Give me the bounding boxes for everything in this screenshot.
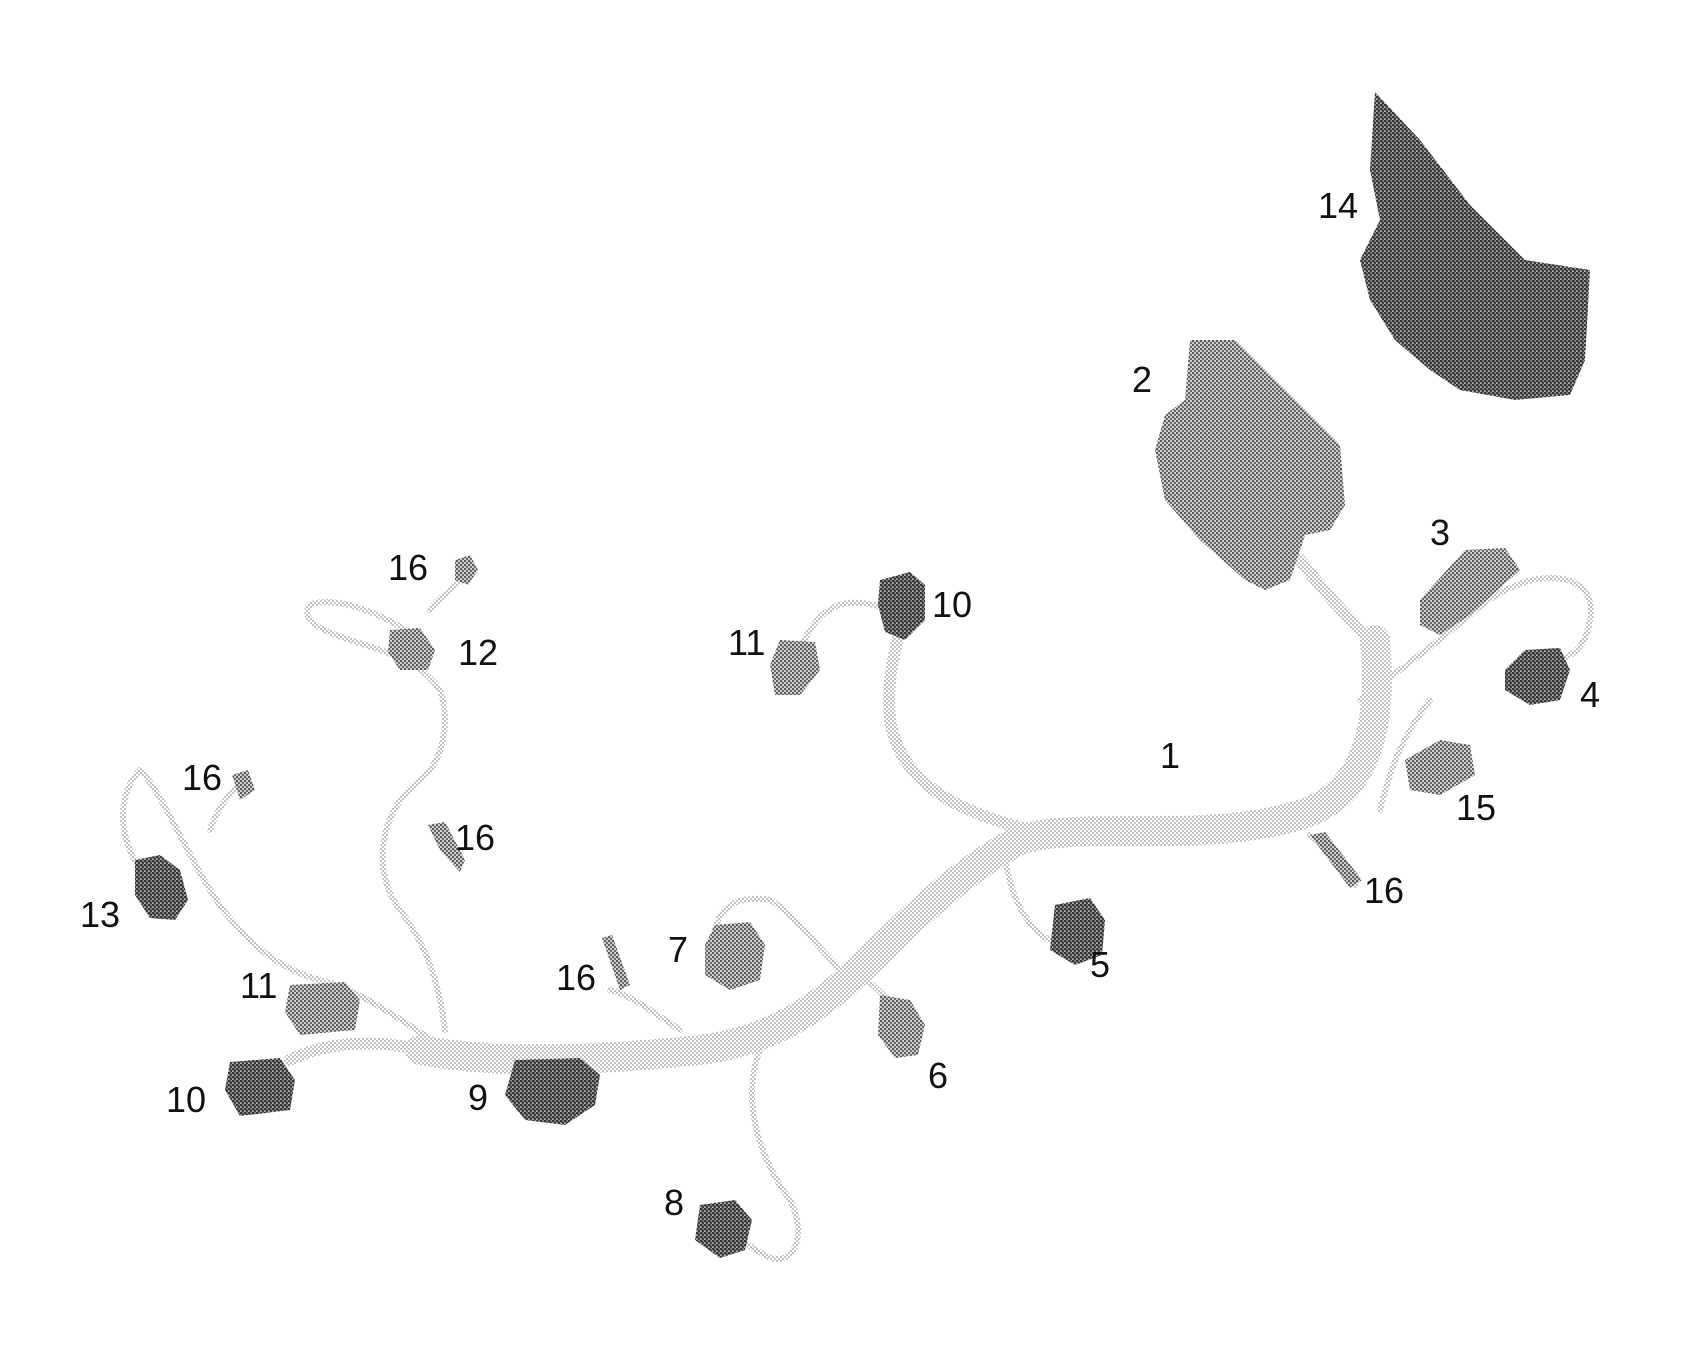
connector-11-top <box>770 640 820 695</box>
connector-9 <box>505 1058 600 1125</box>
connector-13 <box>135 855 188 920</box>
label-1: 1 <box>1160 735 1180 776</box>
connector-4 <box>1505 648 1570 705</box>
connector-6 <box>878 995 925 1058</box>
branch-to-connector-11-left <box>120 767 443 1048</box>
label-16-mid-left: 16 <box>455 817 495 858</box>
label-10-top: 10 <box>932 584 972 625</box>
label-16-center: 16 <box>556 957 596 998</box>
connector-2 <box>1155 340 1345 590</box>
label-8: 8 <box>664 1182 684 1223</box>
label-7: 7 <box>668 929 688 970</box>
label-15: 15 <box>1456 787 1496 828</box>
connector-7 <box>705 922 765 990</box>
label-3: 3 <box>1430 512 1450 553</box>
branch-to-connector-2 <box>1294 554 1386 656</box>
branch-to-connector-5 <box>1002 852 1063 948</box>
connector-10-top <box>878 572 925 640</box>
label-5: 5 <box>1090 944 1110 985</box>
branch-to-connector-12 <box>304 599 448 1033</box>
label-6: 6 <box>928 1055 948 1096</box>
label-16-left: 16 <box>182 757 222 798</box>
branch-to-connector-11-top <box>797 599 893 653</box>
label-16-right: 16 <box>1364 870 1404 911</box>
connector-14 <box>1360 92 1590 400</box>
branch-to-connector-4 <box>1467 574 1594 663</box>
label-11-left: 11 <box>240 965 277 1006</box>
label-2: 2 <box>1132 359 1152 400</box>
connector-8 <box>695 1200 752 1258</box>
clip-16-center-lead <box>607 987 683 1033</box>
label-9: 9 <box>468 1077 488 1118</box>
connector-3 <box>1420 548 1520 635</box>
label-10-left: 10 <box>166 1079 206 1120</box>
label-11-top: 11 <box>728 622 765 663</box>
connector-10-left <box>225 1058 295 1116</box>
label-13: 13 <box>80 894 120 935</box>
clip-16-upper-left <box>455 555 478 585</box>
clip-16-mid-left <box>428 822 465 872</box>
connector-5 <box>1050 898 1105 965</box>
connector-12 <box>388 628 435 670</box>
branch-to-connector-7 <box>712 895 853 983</box>
label-12: 12 <box>458 632 498 673</box>
branch-to-connector-10-top <box>883 599 1036 836</box>
label-14: 14 <box>1318 185 1358 226</box>
connector-15 <box>1405 740 1475 795</box>
label-4: 4 <box>1580 674 1600 715</box>
label-16-upper-left: 16 <box>388 547 428 588</box>
connector-11-left <box>285 982 360 1035</box>
branch-to-connector-3 <box>1357 612 1473 703</box>
clip-16-left <box>232 770 255 800</box>
branch-to-connector-15 <box>1377 697 1433 813</box>
clip-16-right <box>1310 832 1362 888</box>
left-trunk <box>284 1037 426 1066</box>
clip-16-center <box>602 935 630 990</box>
main-trunk <box>405 625 1392 1075</box>
